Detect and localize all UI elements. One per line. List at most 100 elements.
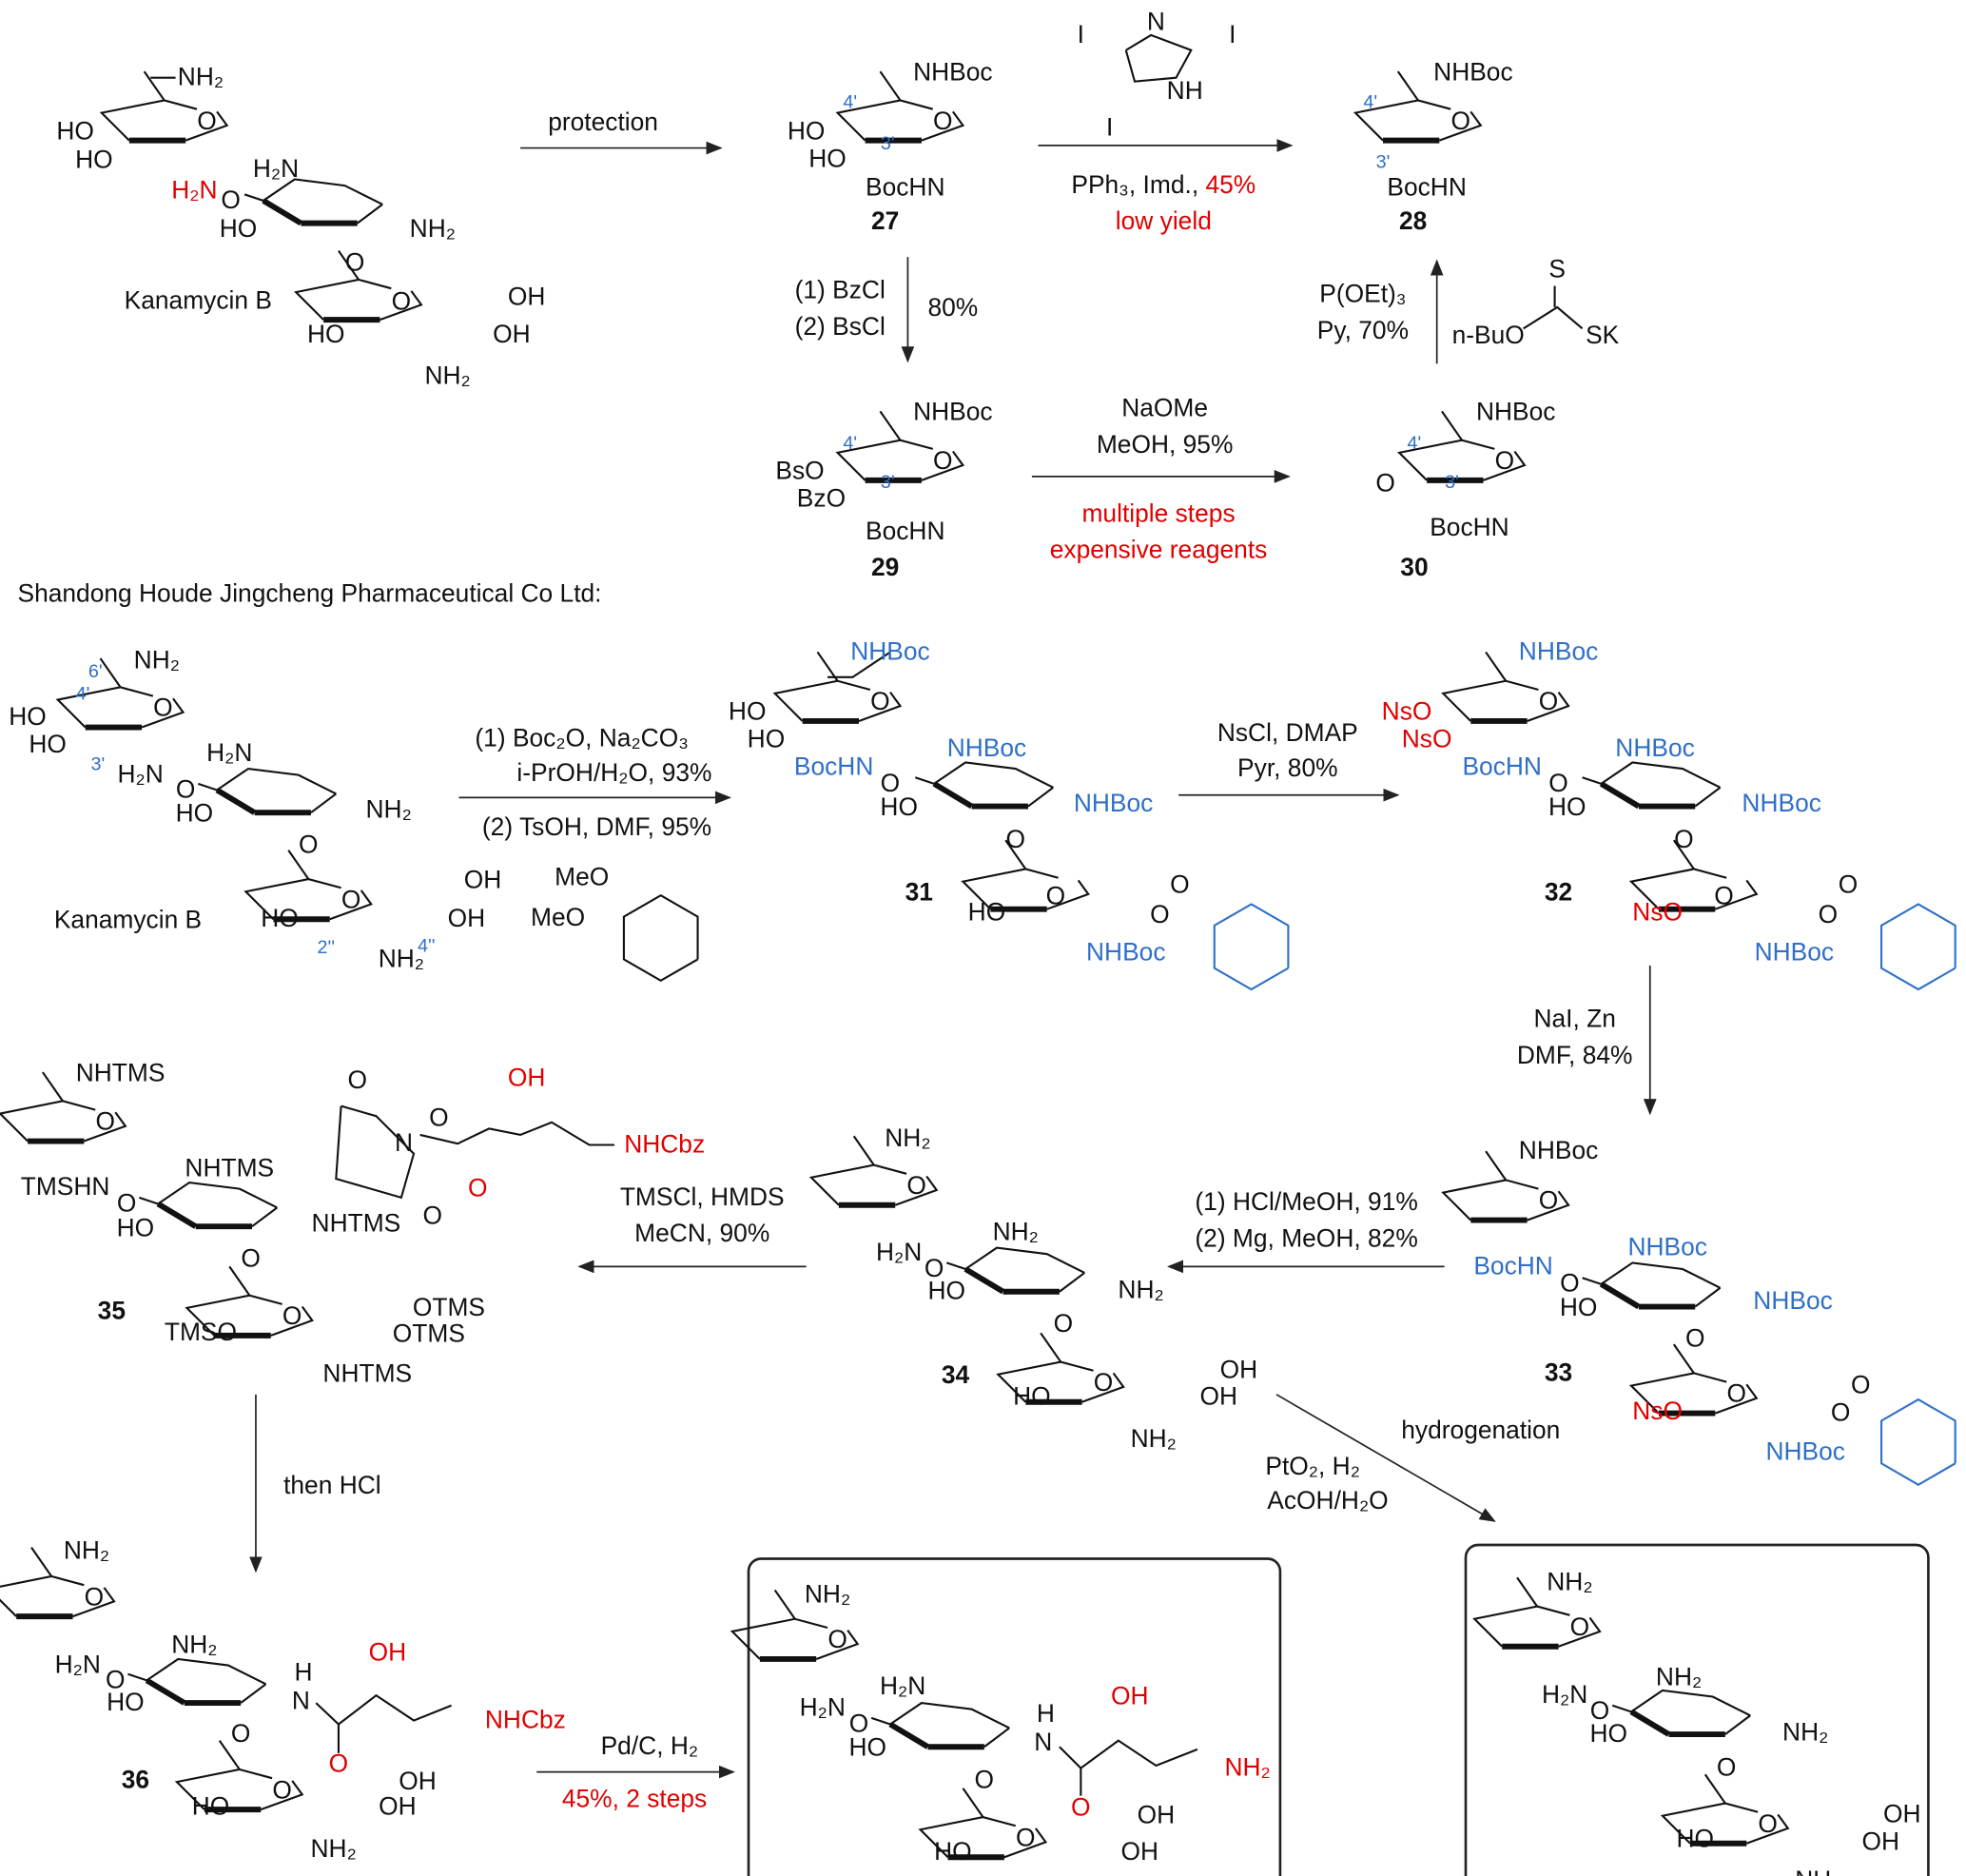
label-text: NHBoc — [1615, 733, 1695, 762]
cyclitol-bond-bold — [888, 1721, 930, 1749]
ring-bond — [0, 1100, 96, 1143]
cyclitol-bond-bold — [1629, 1709, 1671, 1737]
cyclitol-bond — [251, 1206, 278, 1228]
cyclitol-bond — [914, 761, 1054, 789]
dibekacin-box — [1464, 1543, 1930, 1876]
ring-bond — [996, 1360, 1094, 1403]
label-text: O — [1016, 1823, 1036, 1851]
label-text: Shandong Houde Jingcheng Pharmaceutical … — [18, 579, 602, 608]
label-text: NHBoc — [1742, 789, 1821, 817]
label-text: PtO₂, H₂ — [1265, 1452, 1360, 1480]
label-text: BocHN — [1473, 1251, 1553, 1280]
ring-bond — [879, 70, 902, 102]
ring-bond — [894, 1175, 939, 1206]
label-text: NH₂ — [885, 1124, 930, 1152]
label-text: 35 — [98, 1297, 126, 1325]
label-text: hydrogenation — [1401, 1416, 1560, 1444]
label-text: NHBoc — [1433, 57, 1513, 86]
label-text: BocHN — [1462, 752, 1542, 781]
label-text: NH₂ — [424, 361, 470, 389]
label-text: NHCbz — [624, 1129, 705, 1158]
label-text: HO — [748, 725, 786, 753]
label-text: NH₂ — [178, 63, 224, 91]
label-text: then HCl — [283, 1471, 381, 1499]
ring-bond — [961, 868, 1059, 910]
label-text: MeO — [531, 903, 585, 931]
label-text: NHBoc — [947, 733, 1027, 762]
label-text: O — [1714, 881, 1734, 909]
label-text: NHBoc — [850, 636, 930, 665]
label-text: O — [429, 1104, 449, 1132]
label-text: BsO — [775, 457, 824, 485]
cyclitol-bond — [357, 204, 383, 225]
label-text: TMSCl, HMDS — [620, 1182, 785, 1211]
label-text: O — [906, 1171, 926, 1200]
label-text: NHBoc — [1519, 636, 1599, 665]
label-text: N — [1034, 1728, 1052, 1756]
ring-bond — [185, 110, 229, 142]
label-text: HO — [176, 798, 214, 827]
label-text: 3' — [90, 753, 105, 774]
label-text: HO — [192, 1791, 230, 1820]
ring-bond — [1485, 1150, 1508, 1182]
ring-bond — [185, 1294, 282, 1337]
label-text: O — [1839, 870, 1859, 899]
label-text: NHCbz — [485, 1705, 566, 1733]
label-text: NHBoc — [1753, 1286, 1833, 1315]
label-text: OH — [508, 282, 546, 310]
label-text: H₂N — [876, 1238, 922, 1266]
label-text: O — [153, 694, 173, 722]
ring-bond — [99, 657, 122, 688]
ring-bond — [1441, 1179, 1539, 1221]
ring-bond — [243, 877, 341, 920]
ring-bond — [30, 1547, 52, 1577]
label-text: Py, 70% — [1317, 316, 1409, 344]
ring-bond — [1441, 410, 1463, 441]
ring-bond — [808, 1163, 907, 1206]
label-text: O — [329, 1749, 349, 1778]
label-text: Kanamycin B — [54, 905, 202, 933]
label-text: HO — [788, 116, 826, 145]
cyclitol-bond-bold — [964, 1266, 1005, 1295]
cyclitol-bond — [983, 1727, 1010, 1749]
cyclitol-bond — [240, 1683, 267, 1704]
ring-bond — [84, 1111, 127, 1143]
ring-bond — [143, 70, 165, 102]
arrows-layer — [249, 139, 1657, 1779]
label-text: OH — [448, 904, 486, 932]
label-text: 4'' — [418, 936, 436, 957]
label-text: OH — [1200, 1381, 1238, 1410]
label-text: 3' — [881, 472, 895, 493]
bond — [827, 651, 891, 678]
label-text: O — [392, 287, 412, 316]
ring-bond — [730, 1617, 828, 1660]
cyclitol-bond — [139, 1181, 278, 1209]
ring-bond — [99, 99, 198, 142]
label-text: OH — [399, 1767, 437, 1795]
label-text: O — [345, 248, 365, 277]
label-text: NHBoc — [1074, 789, 1154, 817]
label-text: O — [1570, 1612, 1590, 1641]
ring-bond — [228, 1265, 251, 1297]
label-text: O — [241, 1243, 261, 1272]
label-text: O — [827, 1625, 847, 1653]
label-text: NsCl, DMAP — [1217, 718, 1358, 747]
label-text: NaI, Zn — [1533, 1005, 1615, 1033]
label-text: NH₂ — [993, 1218, 1039, 1246]
ring-bond — [816, 651, 839, 682]
label-text: O — [1819, 900, 1839, 928]
label-text: NH₂ — [1224, 1753, 1270, 1782]
label-text: 6' — [88, 661, 103, 682]
label-text: 3' — [881, 133, 895, 154]
ring-bond — [1703, 1773, 1726, 1805]
cyclitol-bond-bold — [1599, 781, 1641, 810]
label-text: BocHN — [1387, 173, 1467, 202]
label-text: O — [347, 1065, 367, 1094]
label-text: (2) Mg, MeOH, 82% — [1195, 1223, 1417, 1252]
ring-bond — [1672, 839, 1695, 870]
label-text: N — [395, 1128, 413, 1157]
ring-bond — [921, 110, 965, 142]
label-text: O — [1726, 1379, 1746, 1408]
label-text: O — [1450, 107, 1470, 135]
ring-bond — [1081, 1372, 1125, 1403]
